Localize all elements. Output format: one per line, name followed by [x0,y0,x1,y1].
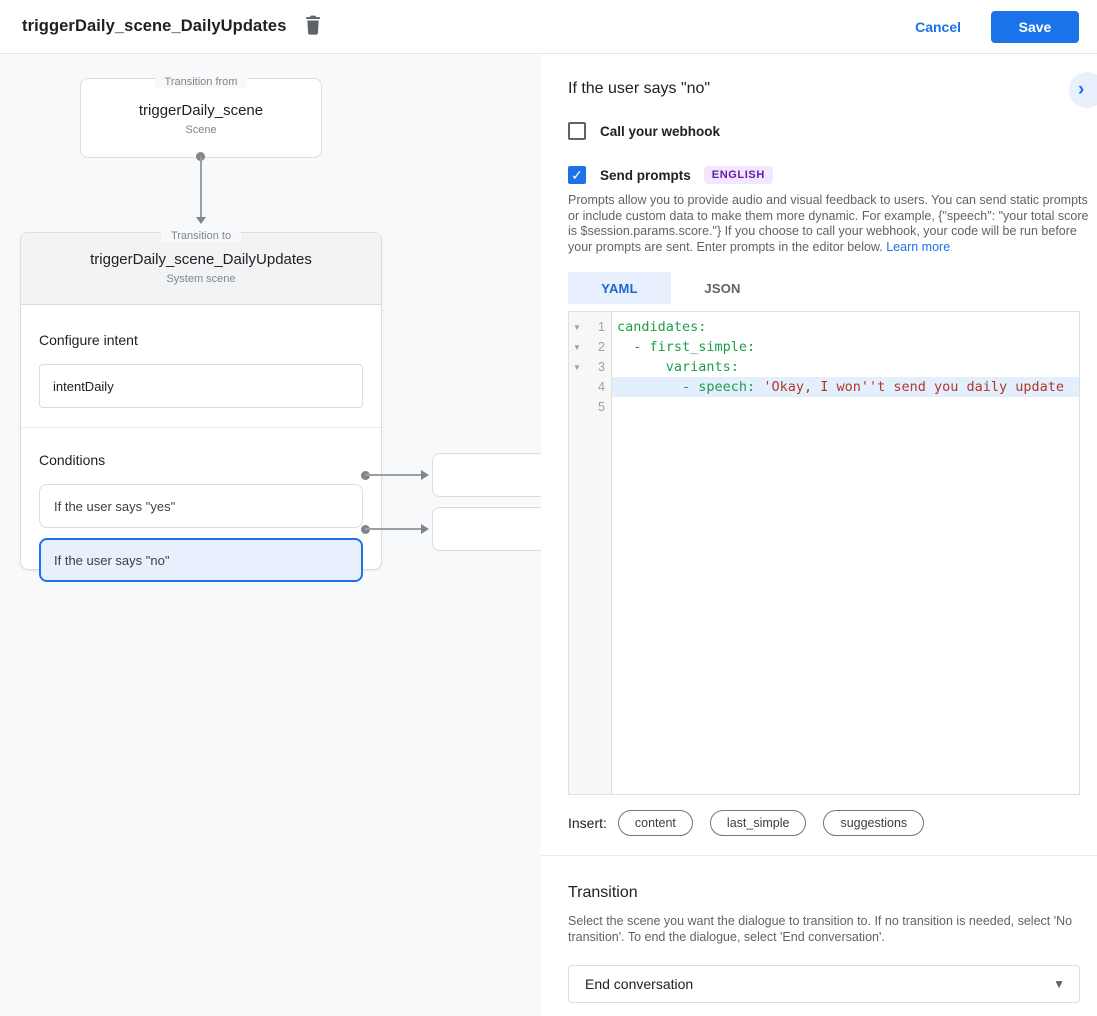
transition-from-legend: Transition from [81,72,321,90]
prompt-code-editor[interactable]: ▼ 1 ▼ 2 ▼ 3 4 5 [568,311,1080,795]
gutter-row: 4 [569,377,611,397]
transition-dropdown-value: End conversation [585,976,694,992]
chevron-down-icon: ▼ [1053,977,1065,991]
insert-chip-last-simple[interactable]: last_simple [709,810,807,836]
condition-row-yes[interactable]: If the user says "yes" [39,484,363,528]
top-bar: triggerDaily_scene_DailyUpdates Cancel S… [0,0,1097,54]
webhook-row: Call your webhook [568,122,1080,140]
webhook-label: Call your webhook [600,123,721,139]
editor-gutter: ▼ 1 ▼ 2 ▼ 3 4 5 [569,312,612,794]
editor-format-tabs: YAML JSON [568,272,1080,304]
insert-row: Insert: content last_simple suggestions [568,810,1080,836]
transition-heading: Transition [568,884,638,901]
conditions-label: Conditions [39,452,106,468]
connector-dot [196,152,205,161]
from-scene-type: Scene [185,124,217,136]
condition-detail-panel: › If the user says "no" Call your webhoo… [541,54,1097,1016]
connector-line [365,474,421,476]
fold-arrow-icon[interactable]: ▼ [573,362,581,372]
to-scene-body: Configure intent intentDaily Conditions … [21,332,381,582]
connector-line-vertical [200,157,202,217]
arrow-right-icon [421,524,429,534]
condition-target-box[interactable] [432,453,541,497]
line-number: 3 [598,360,605,374]
from-scene-name: triggerDaily_scene [138,102,264,119]
main-area: Transition from triggerDaily_scene Scene… [0,54,1097,1016]
line-number: 1 [598,320,605,334]
editor-code-area[interactable]: candidates: - first_simple: variants: - … [612,312,1079,794]
page-title: triggerDaily_scene_DailyUpdates [22,17,287,35]
line-number: 4 [598,380,605,394]
send-prompts-checkbox[interactable]: ✓ [568,166,586,184]
prompts-description: Prompts allow you to provide audio and v… [568,193,1089,254]
send-prompts-row: ✓ Send prompts ENGLISH [568,166,1080,184]
insert-chip-suggestions[interactable]: suggestions [823,810,925,836]
card-divider [21,427,381,428]
code-line: candidates: [617,319,707,335]
learn-more-link[interactable]: Learn more [886,239,951,254]
send-prompts-label: Send prompts [600,167,691,183]
code-line: - first_simple: [617,339,756,355]
line-number: 5 [598,400,605,414]
language-badge: ENGLISH [703,166,773,184]
code-line-highlighted: - speech: 'Okay, I won''t send you daily… [612,377,1079,397]
delete-scene-button[interactable] [304,15,322,38]
tab-json[interactable]: JSON [704,280,741,296]
transition-description: Select the scene you want the dialogue t… [568,914,1073,944]
tab-yaml[interactable]: YAML [568,272,671,304]
insert-label: Insert: [568,815,607,831]
condition-target-box[interactable] [432,507,541,551]
insert-chip-content[interactable]: content [617,810,693,836]
to-scene-type: System scene [166,273,236,285]
transition-to-card: Transition to triggerDaily_scene_DailyUp… [20,230,382,582]
code-line: variants: [617,359,739,375]
gutter-row: ▼ 2 [569,337,611,357]
gutter-row: 5 [569,397,611,417]
gutter-row: ▼ 3 [569,357,611,377]
intent-item[interactable]: intentDaily [39,364,363,408]
to-scene-name: triggerDaily_scene_DailyUpdates [90,251,312,268]
panel-title: If the user says "no" [568,80,711,97]
code-line [612,397,1079,417]
connector-line [365,528,421,530]
fold-arrow-icon[interactable]: ▼ [573,322,581,332]
fold-arrow-icon[interactable]: ▼ [573,342,581,352]
collapse-panel-button[interactable]: › [1069,72,1097,108]
arrow-down-icon [196,217,206,224]
configure-intent-label: Configure intent [39,332,138,348]
chevron-right-icon: › [1078,79,1085,100]
trash-icon [304,15,322,38]
transition-dropdown[interactable]: End conversation ▼ [568,965,1080,1003]
to-scene-header[interactable]: triggerDaily_scene_DailyUpdates System s… [21,233,381,305]
cancel-button[interactable]: Cancel [915,18,961,35]
line-number: 2 [598,340,605,354]
condition-row-no[interactable]: If the user says "no" [39,538,363,582]
gutter-row: ▼ 1 [569,317,611,337]
arrow-right-icon [421,470,429,480]
transition-from-card[interactable]: Transition from triggerDaily_scene Scene [80,76,322,158]
scene-flow-canvas: Transition from triggerDaily_scene Scene… [0,54,541,1016]
save-button[interactable]: Save [991,10,1079,43]
panel-divider [541,855,1097,856]
webhook-checkbox[interactable] [568,122,586,140]
